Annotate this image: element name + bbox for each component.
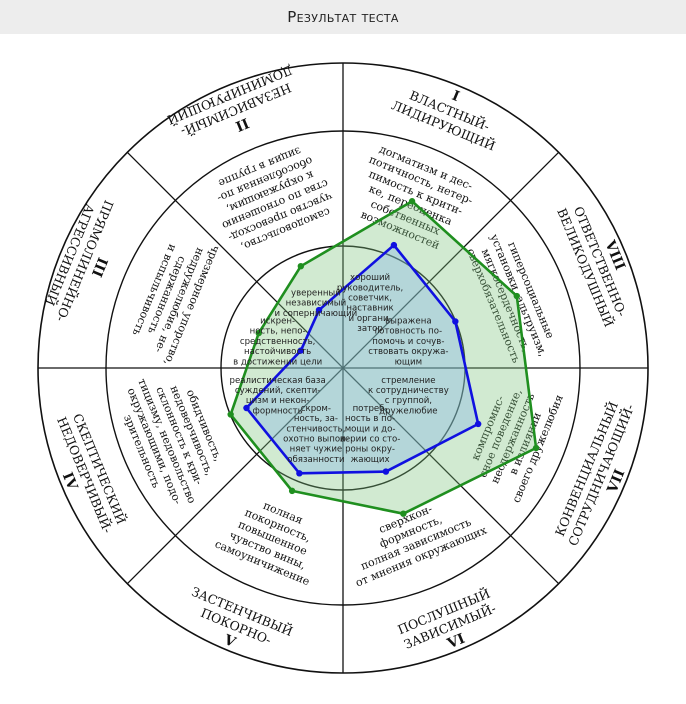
octant-inner-3-line: дружелюбие <box>379 406 437 416</box>
octant-name-2: VIIIОТВЕТСТВЕННО-ВЕЛИКОДУШНЫЙ <box>554 194 646 330</box>
profile-green-point <box>532 444 540 452</box>
octant-inner-7-line: в достижении цели <box>233 357 322 367</box>
octant-inner-4: потреб-ность в по-мощи и до-верии со сто… <box>340 404 401 465</box>
octant-numeral: VI <box>444 631 467 653</box>
octant-inner-1-line: и органи- <box>349 314 392 324</box>
octant-inner-1-line: хороший <box>350 273 390 283</box>
interpersonal-wheel-diagram: догматизм и дес-потичность, нетер-пимост… <box>37 62 649 674</box>
octant-inner-8-line: независимый <box>286 299 347 309</box>
octant-traits-8: самодовольство,чувство превосход-ства по… <box>204 139 340 257</box>
profile-green-point <box>227 411 234 418</box>
profile-green-point <box>400 510 407 517</box>
octant-inner-4-line: мощи и до- <box>345 424 396 434</box>
octant-inner-1-line: наставник <box>346 304 393 314</box>
profile-blue-point <box>243 404 250 412</box>
octant-inner-5-line: скром- <box>301 404 331 414</box>
octant-inner-7: искрен-ность, непо-средственность,настой… <box>233 317 322 368</box>
octant-inner-4-line: роны окру- <box>345 445 395 455</box>
octant-numeral: II <box>233 114 251 134</box>
octant-name-1: IВЛАСТНЫЙ-ЛИДИРУЮЩИЙ <box>389 68 509 154</box>
octant-inner-4-line: потреб- <box>353 404 388 414</box>
octant-numeral: IV <box>59 470 81 493</box>
profile-green-point <box>513 292 520 300</box>
profile-blue-point <box>474 420 482 428</box>
octant-inner-2-line: выраженa <box>385 317 432 327</box>
octant-inner-2-line: помочь и сочув- <box>372 337 444 347</box>
octant-inner-7-line: ность, непо- <box>250 327 306 337</box>
profile-green-point <box>288 487 296 495</box>
octant-inner-5-line: обязанности <box>287 455 344 465</box>
profile-blue-point <box>296 470 303 477</box>
octant-inner-5-line: ность, за- <box>294 414 338 424</box>
octant-divider <box>126 151 560 585</box>
page-title: Результат теста <box>287 8 399 26</box>
octant-inner-8-line: уверенный <box>291 288 341 298</box>
octant-traits-5: полнаяпокорность,повышенноечувство вины,… <box>213 487 332 588</box>
octant-name-8: IIНЕЗАВИСИМЫЙ-ДОМИНИРУЮЩИЙ <box>165 62 307 157</box>
octant-inner-8-line: и соперничающий <box>275 309 358 319</box>
profile-green-point <box>255 329 262 337</box>
octant-inner-5-line: охотно выпол- <box>283 434 349 444</box>
octant-inner-6-line: формность <box>253 406 303 416</box>
octant-inner-3-line: с группой, <box>385 396 432 406</box>
octant-name-6: СКЕПТИЧЕСКИЙНЕДОВЕРЧИВЫЙ-IV <box>38 408 131 542</box>
octant-name-7: IIIПРЯМОЛИНЕЙНО-АГРЕССИВНЫЙ <box>38 192 131 330</box>
octant-traits-6: обидчивость,недоверчивость,склонность к … <box>110 361 236 516</box>
page-header: Результат теста <box>0 0 686 34</box>
octant-inner-5-line: няет чужие <box>290 445 343 455</box>
octant-inner-4-line: ность в по- <box>345 414 395 424</box>
profile-blue-point <box>315 306 323 314</box>
octant-inner-4-line: верии со сто- <box>340 434 401 444</box>
octant-inner-6-line: суждений, скепти- <box>235 386 321 396</box>
octant-inner-1-line: советчик, <box>348 294 392 304</box>
profile-blue-point <box>452 318 459 325</box>
octant-inner-7-line: настойчивость <box>244 347 311 357</box>
octant-inner-3-line: к сотрудничеству <box>368 386 449 396</box>
octant-inner-6-line: цизм и некон- <box>246 396 310 406</box>
octant-inner-6-line: реалистическая база <box>229 376 325 386</box>
octant-inner-1-line: затор <box>357 324 383 334</box>
octant-inner-4-line: жающих <box>351 455 390 465</box>
octant-inner-1-line: руководитель, <box>337 283 403 293</box>
octant-inner-2-line: ствовать окружа- <box>368 347 448 357</box>
octant-inner-2-line: ющим <box>395 357 422 367</box>
octant-inner-2-line: готовность по- <box>375 327 442 337</box>
profile-green-point <box>297 262 305 270</box>
octant-inner-7-line: средственность, <box>240 337 316 347</box>
octant-inner-5: скром-ность, за-стенчивость,охотно выпол… <box>283 404 349 465</box>
profile-blue-point <box>382 468 390 475</box>
octant-name-4: ПОСЛУШНЫЙЗАВИСИМЫЙ-VI <box>395 585 505 668</box>
profile-green-point <box>408 198 416 205</box>
octant-numeral: III <box>88 255 110 279</box>
octant-inner-3-line: стремление <box>381 376 435 386</box>
profile-blue-point <box>297 347 305 354</box>
octant-inner-5-line: стенчивость, <box>286 424 345 434</box>
octant-inner-7-line: искрен- <box>260 317 295 327</box>
profile-blue-point <box>390 241 398 249</box>
